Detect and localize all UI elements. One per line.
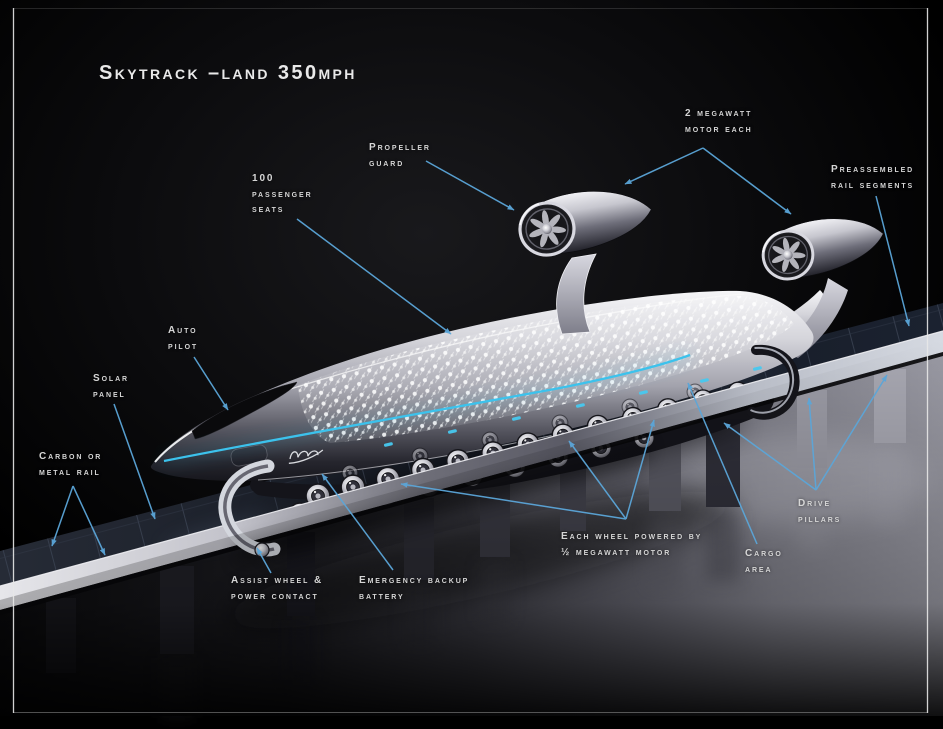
side-lights: [383, 366, 762, 447]
arrow-carbon-rail-left: [51, 485, 74, 547]
arrow-wheel-motor-c: [625, 419, 655, 520]
arrow-rail-segments: [875, 195, 911, 327]
vehicle: [150, 191, 884, 526]
arrow-assist-wheel: [256, 547, 272, 574]
page-title: Skytrack –land 350mph: [99, 62, 357, 84]
arrow-drive-pillars-right: [815, 374, 888, 491]
arrow-motor-right: [702, 147, 792, 215]
arrow-motor-left: [624, 147, 704, 185]
arrow-backup-battery: [321, 473, 394, 571]
arrow-drive-pillars-mid: [806, 397, 817, 491]
arrow-passenger-seats: [296, 218, 452, 335]
arrow-auto-pilot: [193, 356, 229, 411]
arrow-drive-pillars-left: [723, 422, 817, 491]
accent-stripe: [163, 353, 691, 463]
arrow-cargo-area: [687, 382, 758, 545]
label-assist-wheel: Assist wheel &power contact: [231, 575, 324, 602]
propeller-pod-rear: [758, 218, 884, 284]
leader-lines: [51, 147, 911, 574]
frame-border: [12, 8, 929, 713]
floor-fade: [0, 340, 943, 716]
arrow-carbon-rail-right: [72, 485, 106, 556]
arrow-wheel-motor-b: [568, 440, 627, 520]
arrow-wheel-motor-a: [400, 482, 627, 520]
arrow-propeller-guard: [425, 160, 515, 211]
arrow-solar-panel: [113, 403, 156, 520]
brand-logo-script: [288, 449, 324, 464]
front-pylon: [556, 253, 597, 335]
propeller-pod-front: [515, 191, 652, 259]
passenger-cabin: [298, 295, 794, 443]
